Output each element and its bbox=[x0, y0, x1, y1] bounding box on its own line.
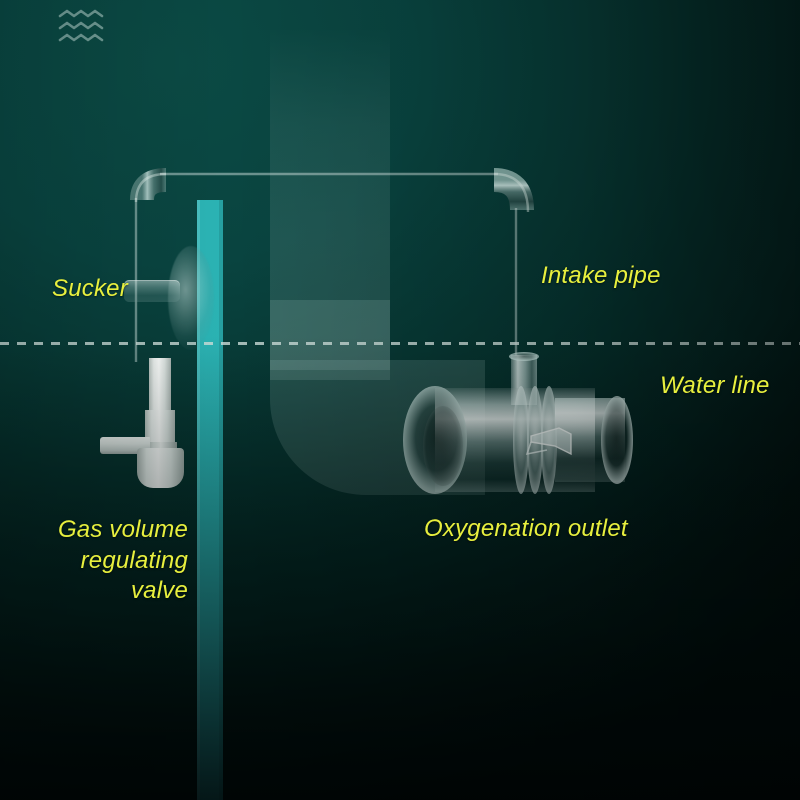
pump-directional-vane[interactable] bbox=[525, 420, 585, 462]
water-line bbox=[0, 342, 800, 345]
pump-cap-left bbox=[403, 386, 467, 494]
label-intake-pipe: Intake pipe bbox=[541, 262, 661, 289]
suction-cup-stem bbox=[124, 280, 180, 302]
oxygenation-outlet-pump bbox=[395, 380, 635, 500]
pump-cap-left-bore bbox=[423, 406, 463, 486]
pump-nose-cap bbox=[601, 396, 633, 484]
label-gas-volume-regulating-valve: Gas volume regulating valve bbox=[57, 516, 188, 605]
label-sucker: Sucker bbox=[52, 275, 128, 302]
label-oxygenation-outlet: Oxygenation outlet bbox=[424, 515, 628, 542]
valve-cap bbox=[137, 448, 184, 488]
pump-inlet-lip bbox=[509, 352, 539, 361]
valve-upper-body bbox=[149, 358, 171, 412]
label-water-line: Water line bbox=[660, 372, 770, 399]
